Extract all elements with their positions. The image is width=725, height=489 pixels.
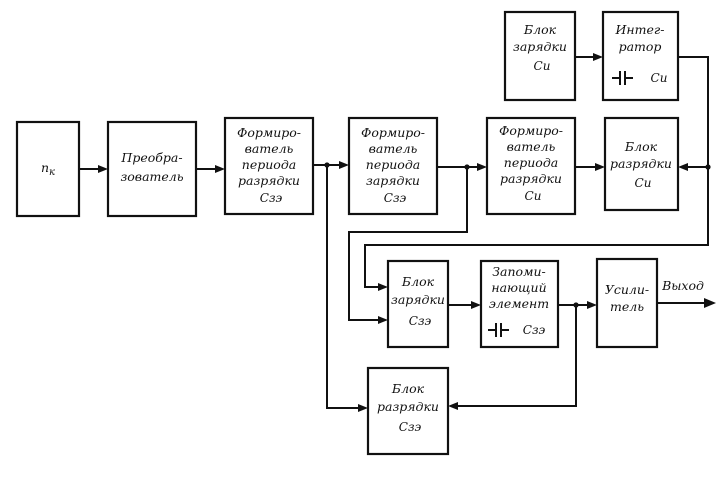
arrowhead (98, 165, 108, 173)
wire-integrator-feedback (678, 56, 709, 168)
arrowhead (378, 316, 388, 324)
output-label: Выход (661, 278, 704, 293)
arrowhead (595, 163, 605, 171)
integrator-label-2: ратор (619, 39, 662, 54)
arrowhead (593, 53, 603, 61)
wire-feedback-to-charge-ze (364, 167, 709, 288)
discharge-i-label-1: Блок (624, 139, 658, 154)
arrowhead (215, 165, 225, 173)
discharge-ze-label-2: разрядки (377, 399, 439, 414)
amplifier-label-1: Усили- (605, 282, 649, 297)
converter-block (106, 120, 198, 218)
memory-label-2: нающий (491, 280, 546, 295)
arrowhead (378, 283, 388, 291)
former-discharge-label-2: ватель (245, 141, 294, 156)
arrowhead (339, 161, 349, 169)
memory-label-4: Cзэ (523, 323, 546, 337)
junction-dot (573, 302, 579, 308)
arrowhead (678, 163, 688, 171)
amplifier-label-2: тель (610, 299, 644, 314)
arrowhead (704, 298, 716, 308)
capacitor-icon (488, 323, 509, 337)
junction-dot (324, 162, 330, 168)
converter-label-2: зователь (120, 169, 183, 184)
memory-label-1: Запоми- (492, 264, 545, 279)
former-discharge-i-label-5: Cи (525, 189, 542, 203)
former-charge-label-2: ватель (369, 141, 418, 156)
charge-ze-label-1: Блок (401, 274, 435, 289)
memory-label-3: элемент (489, 296, 549, 311)
charge-ze-label-2: зарядки (391, 292, 445, 307)
junction-dot (464, 164, 470, 170)
integrator-label-1: Интег- (615, 22, 665, 37)
integrator-block (601, 10, 680, 102)
former-charge-label-4: зарядки (366, 173, 420, 188)
former-charge-label-3: периода (366, 157, 420, 172)
former-discharge-i-block (485, 116, 577, 216)
charge-i-label-2: зарядки (513, 39, 567, 54)
discharge-ze-label-1: Блок (391, 381, 425, 396)
former-discharge-label-1: Формиро- (237, 125, 301, 140)
former-discharge-label-3: периода (242, 157, 296, 172)
former-discharge-i-label-4: разрядки (500, 171, 562, 186)
former-charge-label-1: Формиро- (361, 125, 425, 140)
discharge-i-label-2: разрядки (610, 156, 672, 171)
former-discharge-label-5: Cзэ (260, 191, 283, 205)
charge-i-block (503, 10, 577, 102)
arrowhead (358, 404, 368, 412)
input-block (15, 120, 81, 218)
arrowhead (587, 301, 597, 309)
memory-block (479, 259, 560, 349)
junction-dot (705, 164, 711, 170)
former-discharge-i-label-2: ватель (507, 139, 556, 154)
discharge-i-label-3: Cи (635, 176, 652, 190)
capacitor-icon (612, 71, 633, 85)
wire-memory-to-discharge-ze (453, 305, 577, 407)
arrowhead (471, 301, 481, 309)
former-discharge-i-label-1: Формиро- (499, 123, 563, 138)
discharge-ze-label-3: Cзэ (399, 420, 422, 434)
charge-i-label-1: Блок (523, 22, 557, 37)
charge-ze-block (386, 259, 450, 349)
integrator-label-3: Cи (651, 71, 668, 85)
converter-label-1: Преобра- (120, 150, 182, 165)
wire-former1-to-discharge-ze (326, 165, 363, 409)
former-discharge-i-label-3: периода (504, 155, 558, 170)
input-label: nк (41, 160, 55, 178)
former-discharge-block (223, 116, 315, 216)
former-charge-label-5: Cзэ (384, 191, 407, 205)
discharge-i-block (603, 116, 680, 212)
discharge-ze-block (366, 366, 450, 456)
wire-former2-to-charge-ze (348, 167, 468, 321)
arrowhead (448, 402, 458, 410)
arrowhead (477, 163, 487, 171)
former-discharge-label-4: разрядки (238, 173, 300, 188)
charge-ze-label-3: Cзэ (409, 314, 432, 328)
charge-i-label-3: Cи (534, 59, 551, 73)
